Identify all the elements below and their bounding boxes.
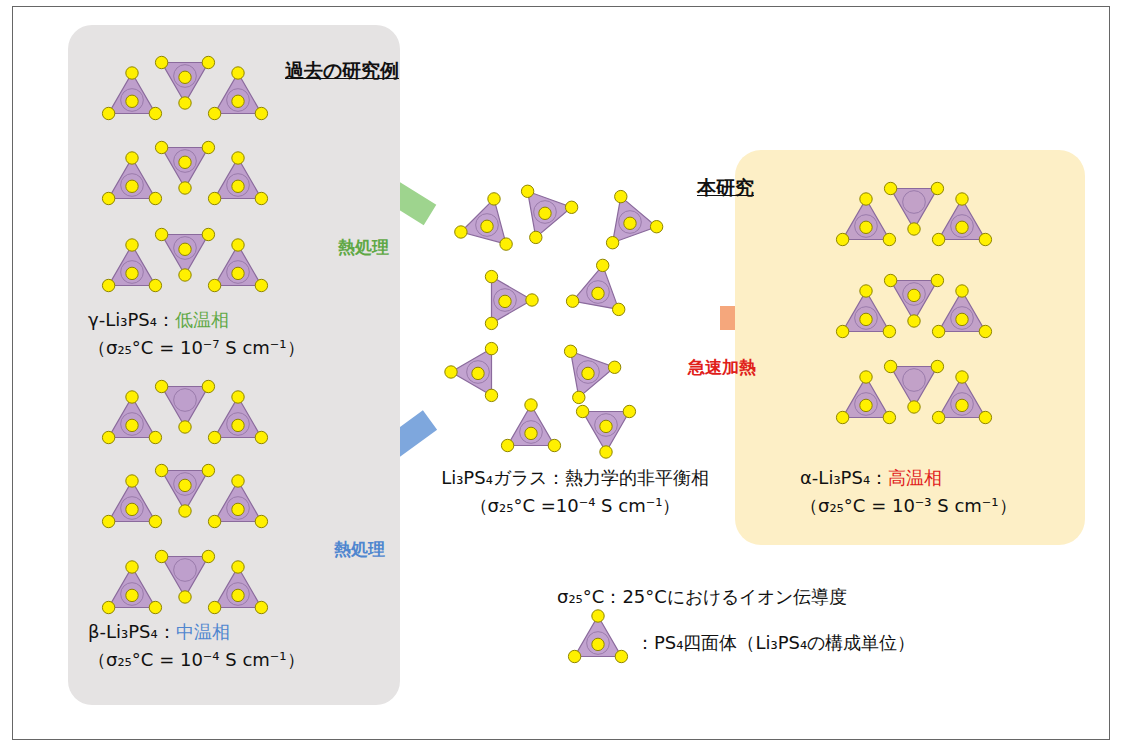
ps4-tetrahedron [606, 190, 662, 248]
ps4-tetrahedron [884, 182, 943, 235]
ps4-tetrahedron [102, 67, 161, 120]
panel-title: 過去の研究例 [285, 58, 399, 84]
ps4-tetrahedron [102, 475, 161, 528]
ps4-tetrahedron [836, 193, 895, 246]
phase-label: Li₃PS₄ガラス：熱力学的非平衡相（σ₂₅°C =10⁻⁴ S cm⁻¹） [430, 464, 720, 520]
past-research-panel: 過去の研究例γ-Li₃PS₄：低温相（σ₂₅°C = 10⁻⁷ S cm⁻¹）β… [68, 25, 400, 705]
ps4-tetrahedron [564, 345, 620, 404]
phase-name: Li₃PS₄ガラス：熱力学的非平衡相 [430, 464, 720, 492]
phase-temperature: 中温相 [176, 621, 230, 642]
ps4-tetrahedron [485, 270, 538, 329]
ps4-tetrahedron [884, 360, 943, 413]
conductivity: （σ₂₅°C = 10⁻³ S cm⁻¹） [800, 492, 1065, 520]
ps4-tetrahedron [521, 185, 577, 243]
phase-label: γ-Li₃PS₄：低温相（σ₂₅°C = 10⁻⁷ S cm⁻¹） [78, 306, 345, 362]
glass-phase: Li₃PS₄ガラス：熱力学的非平衡相（σ₂₅°C =10⁻⁴ S cm⁻¹） [430, 185, 720, 520]
ps4-tetrahedron [102, 239, 161, 292]
arrow-label: 急速加熱 [688, 356, 756, 379]
ps4-tetrahedron [566, 259, 625, 315]
legend-note: σ₂₅°C：25°Cにおけるイオン伝導度 [557, 585, 847, 609]
panel-title: 本研究 [697, 175, 754, 201]
conductivity: （σ₂₅°C =10⁻⁴ S cm⁻¹） [430, 492, 720, 520]
conductivity: （σ₂₅°C = 10⁻⁷ S cm⁻¹） [88, 334, 345, 362]
ps4-tetrahedron [932, 193, 991, 246]
beta-phase: β-Li₃PS₄：中温相（σ₂₅°C = 10⁻⁴ S cm⁻¹） [78, 390, 345, 674]
ps4-tetrahedron [102, 561, 161, 614]
phase-name-line: γ-Li₃PS₄：低温相 [88, 306, 345, 334]
ps4-tetrahedron [884, 274, 943, 327]
this-study-panel: 本研究α-Li₃PS₄：高温相（σ₂₅°C = 10⁻³ S cm⁻¹） [735, 150, 1085, 545]
phase-name-line: α-Li₃PS₄：高温相 [800, 464, 1065, 492]
ps4-tetrahedron [932, 285, 991, 338]
ps4-tetrahedron [155, 56, 214, 109]
ps4-tetrahedron [208, 67, 267, 120]
ps4-tetrahedron [102, 152, 161, 205]
ps4-tetrahedron [155, 464, 214, 517]
frame-border [13, 7, 1110, 740]
phase-formula: β-Li₃PS₄： [88, 621, 176, 642]
ps4-tetrahedron [208, 152, 267, 205]
conductivity: （σ₂₅°C = 10⁻⁴ S cm⁻¹） [88, 646, 345, 674]
ps4-tetrahedron [501, 399, 560, 452]
phase-temperature: 高温相 [888, 467, 942, 488]
gamma-phase: γ-Li₃PS₄：低温相（σ₂₅°C = 10⁻⁷ S cm⁻¹） [78, 110, 345, 362]
phase-label: α-Li₃PS₄：高温相（σ₂₅°C = 10⁻³ S cm⁻¹） [795, 464, 1065, 520]
ps4-tetrahedron [155, 380, 214, 433]
ps4-tetrahedron [155, 141, 214, 194]
ps4-tetrahedron [455, 193, 513, 251]
phase-label: β-Li₃PS₄：中温相（σ₂₅°C = 10⁻⁴ S cm⁻¹） [78, 618, 345, 674]
phase-formula: γ-Li₃PS₄： [88, 309, 175, 330]
ps4-tetrahedron [208, 561, 267, 614]
ps4-tetrahedron [836, 371, 895, 424]
ps4-tetrahedron [102, 391, 161, 444]
phase-name-line: β-Li₃PS₄：中温相 [88, 618, 345, 646]
phase-formula: α-Li₃PS₄： [800, 467, 888, 488]
arrow-label: 熱処理 [334, 538, 385, 561]
ps4-tetrahedron [208, 475, 267, 528]
ps4-tetrahedron [155, 550, 214, 603]
ps4-tetrahedron [155, 228, 214, 281]
ps4-tetrahedron [576, 405, 635, 458]
alpha-phase: α-Li₃PS₄：高温相（σ₂₅°C = 10⁻³ S cm⁻¹） [795, 175, 1065, 520]
arrow-label: 熱処理 [338, 236, 389, 259]
ps4-tetrahedron [208, 391, 267, 444]
ps4-tetrahedron [568, 610, 627, 663]
ps4-tetrahedron [836, 285, 895, 338]
ps4-tetrahedron [208, 239, 267, 292]
ps4-tetrahedron [445, 342, 498, 401]
ps4-tetrahedron [932, 371, 991, 424]
phase-temperature: 低温相 [175, 309, 229, 330]
legend-text: ：PS₄四面体（Li₃PS₄の構成単位） [636, 631, 915, 655]
